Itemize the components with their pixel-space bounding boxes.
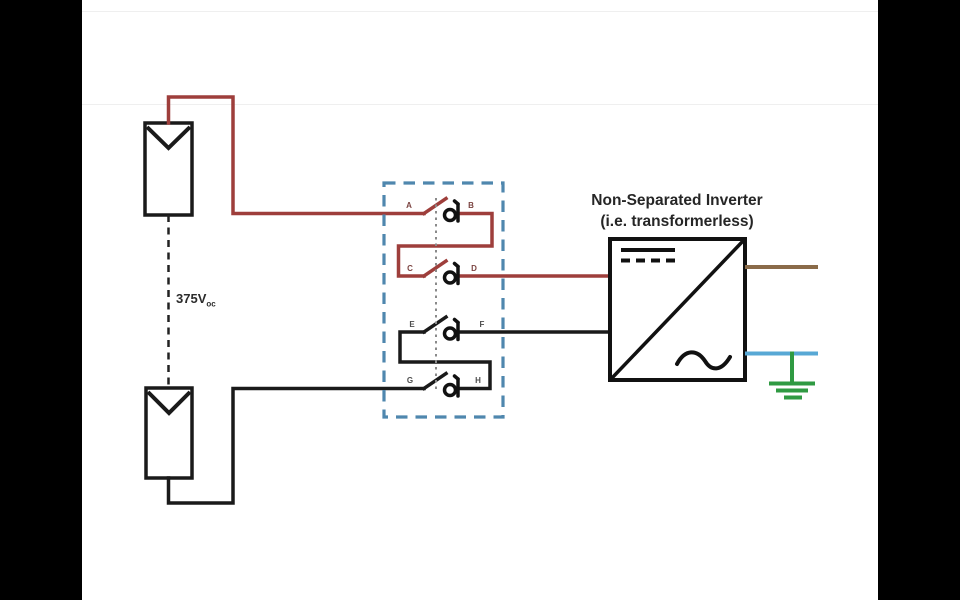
voltage-value: 375V [176,291,207,306]
positive-dc-wire [166,95,612,279]
switch-terminal-label-e: E [409,320,415,329]
open-circuit-voltage-label: 375Voc [176,292,216,311]
dc-disconnect-boundary-box [382,181,505,419]
pv-module-top-icon [143,121,194,217]
switch-terminal-label-f: F [479,320,485,329]
disconnect-contact-g-icon [442,374,460,398]
dc-symbol-icon [621,248,675,263]
switch-terminal-label-g: G [406,376,414,385]
inverter-title: Non-Separated Inverter (i.e. transformer… [560,190,794,232]
voltage-subscript: oc [206,299,216,309]
switch-terminal-label-b: B [468,201,474,210]
scanline-artifact [82,104,878,105]
disconnect-contact-a-icon [442,199,460,223]
switch-terminal-label-a: A [406,201,412,210]
inverter-icon [608,237,747,382]
switch-terminal-label-h: H [475,376,481,385]
ground-icon [769,351,815,400]
disconnect-contact-e-icon [442,317,460,342]
pv-module-bottom-icon [144,386,194,480]
disconnect-contact-c-icon [442,261,460,286]
scanline-artifact [82,11,878,12]
inverter-title-line1: Non-Separated Inverter [591,192,763,209]
switch-terminal-label-d: D [471,264,477,273]
switch-terminal-label-c: C [407,264,413,273]
letterbox-bar-left [0,0,82,600]
inverter-title-line2: (i.e. transformerless) [600,213,754,230]
letterbox-bar-right [878,0,960,600]
negative-dc-wire [166,314,612,505]
ac-sine-icon [675,350,732,371]
